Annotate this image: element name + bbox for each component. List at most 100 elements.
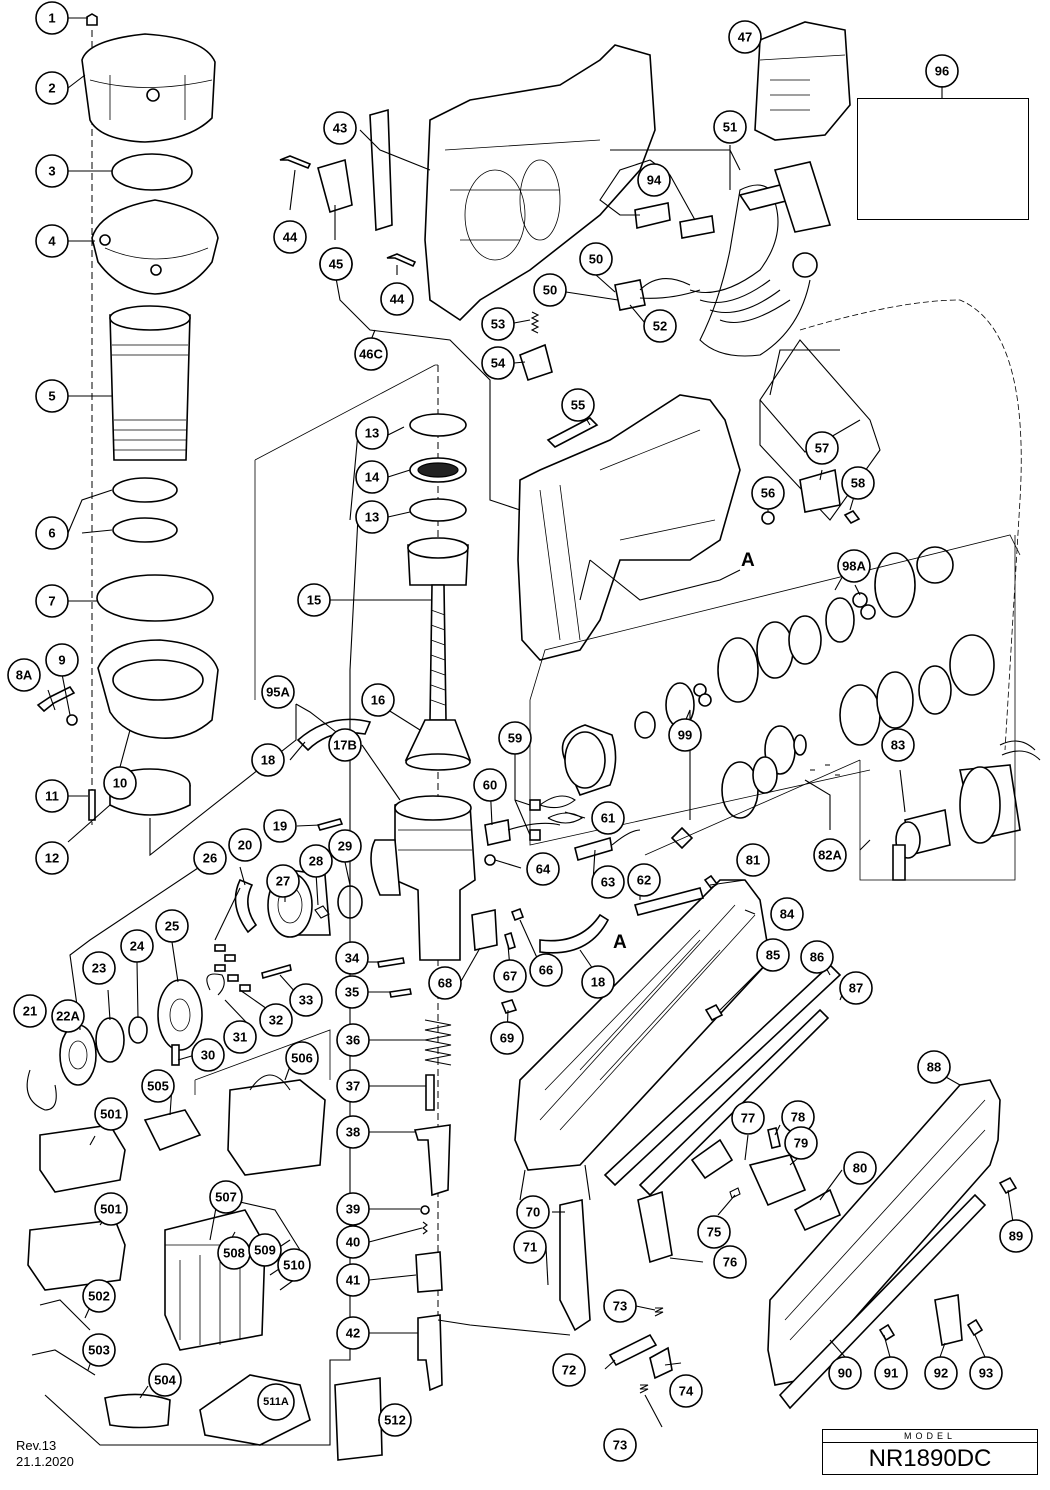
- callout-circle: [627, 863, 661, 897]
- callout-circle: [261, 675, 295, 709]
- callout-circle: [35, 71, 69, 105]
- part-callout-3: 3: [35, 154, 69, 188]
- part-callout-45: 45: [319, 247, 353, 281]
- part-callout-502: 502: [82, 1279, 116, 1313]
- callout-circle: [251, 743, 285, 777]
- callout-number: 85: [766, 948, 780, 963]
- callout-number: 99: [678, 728, 692, 743]
- leader-lines: [44, 17, 1016, 1446]
- callout-circle: [668, 718, 702, 752]
- callout-circle: [35, 516, 69, 550]
- callout-circle: [323, 111, 357, 145]
- part-callout-91: 91: [874, 1356, 908, 1390]
- callout-circle: [35, 224, 69, 258]
- callout-circle: [94, 1192, 128, 1226]
- callout-number: 18: [591, 975, 605, 990]
- part-callout-503: 503: [82, 1333, 116, 1367]
- callout-circle: [277, 1248, 311, 1282]
- callout-circle: [94, 1097, 128, 1131]
- part-callout-68: 68: [428, 966, 462, 1000]
- part-callout-82A: 82A: [813, 838, 847, 872]
- part-callout-505: 505: [141, 1069, 175, 1103]
- callout-number: 16: [371, 693, 385, 708]
- callout-circle: [784, 1126, 818, 1160]
- callout-number: 21: [23, 1004, 37, 1019]
- part-callout-85: 85: [756, 938, 790, 972]
- callout-number: 66: [539, 963, 553, 978]
- callout-circle: [533, 273, 567, 307]
- part-callout-501: 501: [94, 1097, 128, 1131]
- callout-circle: [874, 1356, 908, 1390]
- callout-circle: [805, 431, 839, 465]
- part-callout-80: 80: [843, 1151, 877, 1185]
- callout-number: 13: [365, 510, 379, 525]
- callout-number: 96: [935, 64, 949, 79]
- part-callout-19: 19: [263, 809, 297, 843]
- part-callout-99: 99: [668, 718, 702, 752]
- callout-circle: [336, 1263, 370, 1297]
- callout-circle: [378, 1403, 412, 1437]
- part-callout-37: 37: [336, 1069, 370, 1103]
- callout-circle: [917, 1050, 951, 1084]
- callout-circle: [148, 1363, 182, 1397]
- callout-number: 80: [853, 1161, 867, 1176]
- part-callout-90: 90: [828, 1356, 862, 1390]
- callout-number: 72: [562, 1363, 576, 1378]
- model-label: MODEL: [823, 1430, 1037, 1443]
- part-callout-42: 42: [336, 1316, 370, 1350]
- callout-number: 45: [329, 257, 343, 272]
- driver-assembly-drawing: [296, 365, 641, 1392]
- part-callout-66: 66: [529, 953, 563, 987]
- part-callout-13: 13: [355, 416, 389, 450]
- callout-circle: [336, 1225, 370, 1259]
- callout-number: 35: [345, 985, 359, 1000]
- callout-number: 23: [92, 961, 106, 976]
- callout-circle: [770, 897, 804, 931]
- callout-number: 4: [48, 234, 56, 249]
- callout-number: 19: [273, 819, 287, 834]
- part-callout-17B: 17B: [328, 728, 362, 762]
- callout-number: 510: [283, 1258, 305, 1273]
- callout-circle: [728, 20, 762, 54]
- part-callout-28: 28: [299, 844, 333, 878]
- callout-circle: [813, 838, 847, 872]
- callout-number: 17B: [333, 738, 357, 753]
- part-callout-29: 29: [328, 829, 362, 863]
- part-callout-27: 27: [266, 864, 300, 898]
- callout-circle: [209, 1180, 243, 1214]
- part-callout-93: 93: [969, 1356, 1003, 1390]
- callout-number: 56: [761, 486, 775, 501]
- callout-number: 98A: [842, 559, 866, 574]
- part-callout-9: 9: [45, 643, 79, 677]
- callout-number: 55: [571, 398, 585, 413]
- part-callout-73: 73: [603, 1428, 637, 1462]
- part-callout-5: 5: [35, 379, 69, 413]
- callout-circle: [7, 658, 41, 692]
- callout-number: 501: [100, 1202, 122, 1217]
- callout-circle: [35, 779, 69, 813]
- callout-circle: [155, 909, 189, 943]
- callout-circle: [481, 307, 515, 341]
- callout-number: 76: [723, 1255, 737, 1270]
- callout-number: 502: [88, 1289, 110, 1304]
- callout-number: 88: [927, 1060, 941, 1075]
- part-callout-509: 509: [248, 1233, 282, 1267]
- callout-circle: [336, 1316, 370, 1350]
- callout-circle: [355, 500, 389, 534]
- callout-number: 43: [333, 121, 347, 136]
- part-callout-79: 79: [784, 1126, 818, 1160]
- callout-circle: [713, 110, 747, 144]
- callout-circle: [336, 1069, 370, 1103]
- callout-circle: [285, 1041, 319, 1075]
- callout-circle: [141, 1069, 175, 1103]
- callout-circle: [843, 1151, 877, 1185]
- part-callout-78: 78: [781, 1100, 815, 1134]
- part-callout-7: 7: [35, 584, 69, 618]
- part-callout-73: 73: [603, 1289, 637, 1323]
- callout-circle: [82, 1279, 116, 1313]
- callout-number: 81: [746, 853, 760, 868]
- part-callout-40: 40: [336, 1225, 370, 1259]
- motor-gear-train-drawing: [561, 546, 1041, 881]
- part-callout-87: 87: [839, 971, 873, 1005]
